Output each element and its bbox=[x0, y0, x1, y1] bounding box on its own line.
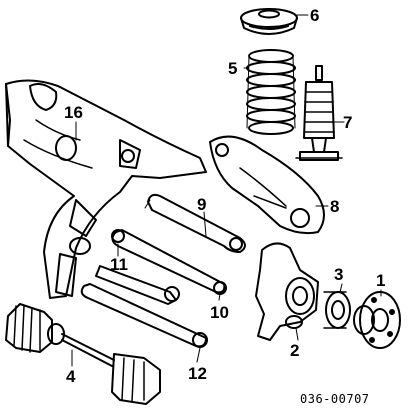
part-6-spring-seat bbox=[240, 8, 298, 35]
part-8-trailing-arm bbox=[209, 135, 325, 235]
part-2-bearing bbox=[285, 315, 303, 329]
callout-4: 4 bbox=[66, 367, 76, 386]
part-5-coil-spring bbox=[246, 49, 296, 135]
part-9-control-arm bbox=[147, 193, 246, 253]
part-1-wheel-hub bbox=[353, 291, 401, 349]
part-4-drive-shaft bbox=[5, 303, 161, 405]
callout-9: 9 bbox=[197, 195, 207, 214]
part-wheel-knuckle bbox=[255, 242, 319, 341]
callout-2: 2 bbox=[290, 341, 300, 360]
part-12-lower-arm bbox=[80, 283, 208, 348]
callout-10: 10 bbox=[210, 303, 229, 322]
part-link-ball-joint bbox=[95, 265, 180, 305]
callout-5: 5 bbox=[228, 59, 238, 78]
callout-11: 11 bbox=[110, 255, 128, 274]
part-7-shock-absorber bbox=[295, 65, 343, 161]
callout-16: 16 bbox=[64, 103, 83, 122]
callout-7: 7 bbox=[343, 113, 353, 132]
callout-1: 1 bbox=[376, 271, 386, 290]
part-16-subframe bbox=[5, 79, 207, 299]
callout-3: 3 bbox=[334, 265, 344, 284]
callout-12: 12 bbox=[188, 364, 207, 383]
part-3-wheel-bearing bbox=[323, 291, 351, 329]
diagram-id-code: 036-00707 bbox=[300, 392, 370, 406]
callout-8: 8 bbox=[330, 197, 340, 216]
part-11-lower-link bbox=[111, 229, 227, 295]
leader-lines bbox=[71, 14, 382, 367]
callout-6: 6 bbox=[310, 6, 320, 25]
